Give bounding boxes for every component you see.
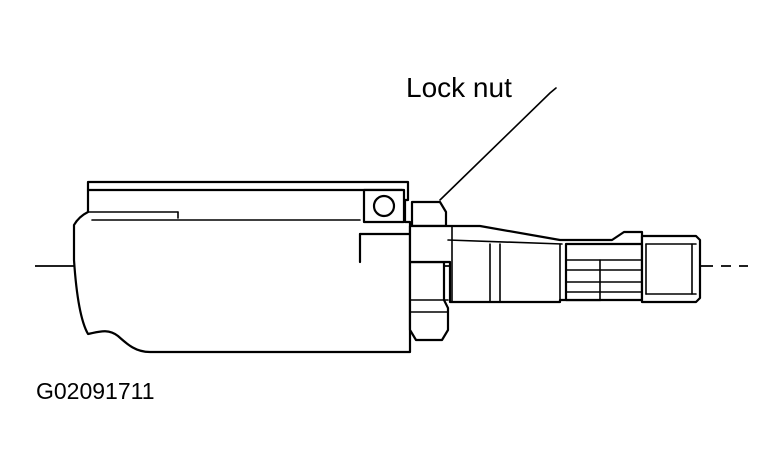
shaft-end — [640, 234, 702, 304]
bearing-block — [362, 188, 406, 224]
lock-nut-label: Lock nut — [406, 72, 512, 103]
adjusting-nut — [408, 260, 450, 342]
spline-section — [564, 242, 644, 302]
housing-body — [72, 180, 412, 354]
bearing-ball — [372, 194, 396, 218]
figure-code: G02091711 — [36, 378, 155, 404]
lock-nut-leader — [439, 87, 557, 201]
shaft-taper-upper — [447, 239, 563, 245]
lock-nut — [410, 200, 448, 228]
